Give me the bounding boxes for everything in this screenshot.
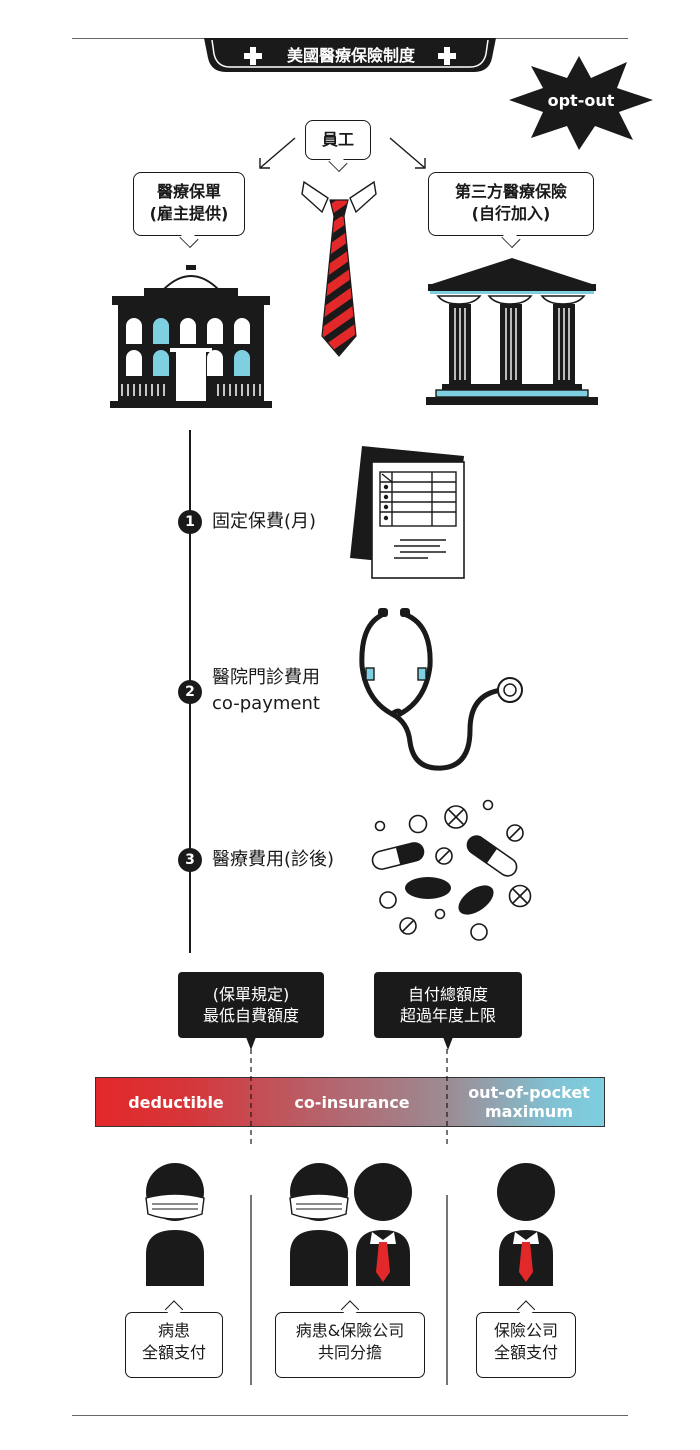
step-2-badge: 2 (178, 680, 202, 704)
step-3-badge: 3 (178, 848, 202, 872)
bottom-divider (72, 1415, 628, 1416)
oop-callout-line1: 自付總額度 (407, 985, 488, 1004)
step-1-badge: 1 (178, 510, 202, 534)
third-party-sublabel: (自行加入) (471, 204, 551, 223)
deductible-callout-line1: (保單規定) (212, 985, 290, 1004)
divider-left (250, 1040, 252, 1385)
insurer-pays-line1: 保險公司 (493, 1321, 558, 1340)
deductible-label: deductible (128, 1093, 224, 1112)
hospital-building-icon (110, 265, 272, 408)
page-title: 美國醫療保險制度 (286, 46, 415, 65)
third-party-label: 第三方醫療保險 (454, 182, 567, 201)
starburst-badge (509, 56, 653, 150)
patient-pays-line1: 病患 (157, 1321, 190, 1340)
third-party-bubble: 第三方醫療保險 (自行加入) (428, 172, 594, 249)
stethoscope-icon (359, 608, 523, 771)
patient-and-insurer-icon (289, 1163, 412, 1286)
optout-label: opt-out (547, 91, 615, 110)
patient-pays-line2: 全額支付 (141, 1343, 206, 1362)
patient-masked-icon (145, 1163, 205, 1286)
step-3-label: 醫療費用(診後) (212, 849, 335, 870)
oop-label-line2: maximum (484, 1102, 573, 1121)
policy-label: 醫療保單 (156, 182, 221, 201)
cost-phase-bar: deductible co-insurance out-of-pocket ma… (95, 1077, 605, 1127)
insurance-building-icon (426, 258, 598, 405)
divider-right (446, 1040, 448, 1385)
patient-pays-bubble: 病患 全額支付 (125, 1300, 223, 1378)
shared-pays-line1: 病患&保險公司 (295, 1321, 405, 1340)
oop-callout-line2: 超過年度上限 (399, 1006, 496, 1025)
insurer-pays-bubble: 保險公司 全額支付 (476, 1300, 576, 1378)
policy-sublabel: (雇主提供) (149, 204, 229, 223)
necktie-icon (301, 180, 377, 357)
shared-pays-bubble: 病患&保險公司 共同分擔 (275, 1300, 425, 1378)
insurer-icon (497, 1163, 555, 1286)
pills-icon (371, 799, 532, 941)
oop-label-line1: out-of-pocket (468, 1083, 590, 1102)
cross-icon (244, 47, 262, 65)
deductible-callout: (保單規定) 最低自費額度 (178, 972, 324, 1050)
employee-label: 員工 (321, 130, 354, 149)
branch-arrows (259, 137, 426, 169)
document-icon (350, 446, 465, 579)
coinsurance-label: co-insurance (294, 1093, 410, 1112)
oop-callout: 自付總額度 超過年度上限 (374, 972, 522, 1050)
deductible-callout-line2: 最低自費額度 (202, 1006, 299, 1025)
step-2-sublabel: co-payment (212, 693, 320, 714)
step-1-label: 固定保費(月) (212, 511, 317, 532)
cross-icon (438, 47, 456, 65)
policy-bubble: 醫療保單 (雇主提供) (133, 172, 245, 249)
shared-pays-line2: 共同分擔 (317, 1343, 382, 1362)
employee-bubble: 員工 (305, 120, 371, 173)
insurer-pays-line2: 全額支付 (493, 1343, 558, 1362)
step-2-label: 醫院門診費用 (212, 667, 320, 688)
header-tab (204, 38, 496, 72)
